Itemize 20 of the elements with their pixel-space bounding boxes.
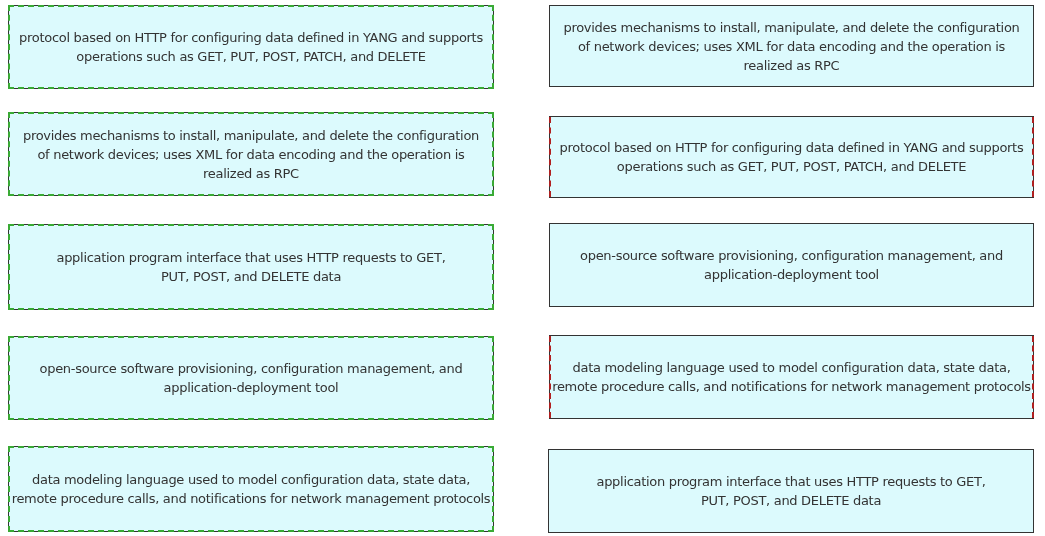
description-text: provides mechanisms to install, manipulate, and delete the configuration of network devices; uses XML for data encoding and the operation is realized as RPC — [22, 126, 480, 183]
description-text: open-source software provisioning, configuration management, and application-deployment tool — [579, 247, 1004, 284]
answer-box — [8, 112, 494, 196]
answer-box — [549, 5, 1034, 87]
answer-box — [548, 449, 1034, 533]
description-text: protocol based on HTTP for configuring data defined in YANG and supports operations such as GET, PUT, POST, PATCH, and DELETE — [558, 139, 1025, 176]
answer-box — [549, 335, 1034, 419]
description-text: application program interface that uses HTTP requests to GET, PUT, POST, and DELETE data — [595, 473, 987, 510]
description-text: provides mechanisms to install, manipulate, and delete the configuration of network devices; uses XML for data encoding and the operation is realized as RPC — [562, 18, 1021, 75]
answer-box — [549, 116, 1034, 198]
description-text: protocol based on HTTP for configuring data defined in YANG and supports operations such as GET, PUT, POST, PATCH, and DELETE — [18, 29, 484, 66]
answer-box — [549, 223, 1034, 307]
answer-box — [8, 5, 494, 89]
description-text: data modeling language used to model configuration data, state data, remote procedure calls, and notifications for network management protocols — [551, 359, 1032, 396]
answer-box — [8, 224, 494, 310]
description-text: open-source software provisioning, configuration management, and application-deployment tool — [38, 360, 464, 397]
answer-box — [8, 446, 494, 532]
description-text: data modeling language used to model configuration data, state data, remote procedure calls, and notifications for network management protocols — [11, 471, 491, 508]
answer-box — [8, 336, 494, 420]
description-text: application program interface that uses HTTP requests to GET, PUT, POST, and DELETE data — [55, 249, 447, 286]
